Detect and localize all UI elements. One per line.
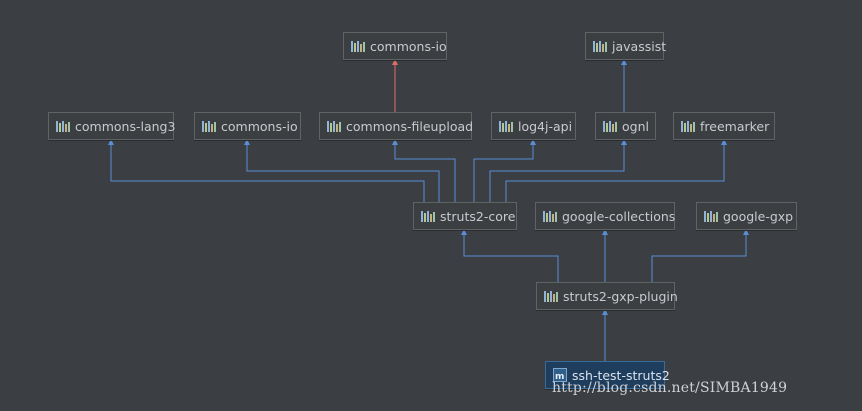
node-label: google-gxp: [723, 208, 794, 224]
maven-module-icon: m: [553, 368, 567, 382]
library-icon: [351, 40, 365, 52]
edge-struts2-core-to-log4j-api: [473, 139, 536, 202]
library-icon: [421, 210, 435, 222]
node-label: commons-io: [370, 38, 447, 54]
edge-ognl-to-javassist: [621, 59, 627, 112]
node-javassist[interactable]: javassist: [585, 32, 667, 60]
library-icon: [544, 290, 558, 302]
node-ssh-test-struts2[interactable]: m ssh-test-struts2: [545, 361, 670, 389]
edge-struts2-core-to-commons-io: [244, 139, 440, 202]
edge-ssh-test-struts2-to-struts2-gxp-plugin: [602, 309, 608, 361]
edge-struts2-gxp-plugin-to-google-gxp: [651, 229, 749, 282]
edge-commons-fileupload-to-commons-io-conflict: [392, 59, 398, 112]
node-label: struts2-gxp-plugin: [563, 288, 678, 304]
node-label: commons-lang3: [75, 118, 176, 134]
library-icon: [327, 120, 341, 132]
node-label: javassist: [612, 38, 667, 54]
node-commons-lang3[interactable]: commons-lang3: [48, 112, 176, 140]
library-icon: [593, 40, 607, 52]
node-label: commons-fileupload: [346, 118, 474, 134]
node-label: freemarker: [700, 118, 770, 134]
node-label: google-collections: [562, 208, 676, 224]
library-icon: [202, 120, 216, 132]
edge-struts2-core-to-commons-fileupload: [392, 139, 456, 202]
node-commons-fileupload[interactable]: commons-fileupload: [319, 112, 474, 140]
library-icon: [543, 210, 557, 222]
module-glyph: m: [555, 372, 565, 382]
node-label: struts2-core: [440, 208, 516, 224]
node-label: ssh-test-struts2: [572, 367, 670, 383]
edge-struts2-core-to-commons-lang3: [108, 139, 425, 202]
node-google-collections[interactable]: google-collections: [535, 202, 675, 230]
library-icon: [56, 120, 70, 132]
edge-struts2-core-to-ognl: [489, 139, 627, 202]
node-commons-io-top[interactable]: commons-io: [343, 32, 447, 60]
library-icon: [681, 120, 695, 132]
library-icon: [603, 120, 617, 132]
edge-struts2-gxp-plugin-to-struts2-core: [461, 229, 559, 282]
node-ognl[interactable]: ognl: [595, 112, 656, 140]
node-struts2-core[interactable]: struts2-core: [413, 202, 517, 230]
node-label: ognl: [622, 118, 649, 134]
node-log4j-api[interactable]: log4j-api: [491, 112, 576, 140]
node-label: log4j-api: [518, 118, 573, 134]
node-struts2-gxp-plugin[interactable]: struts2-gxp-plugin: [536, 282, 678, 310]
node-label: commons-io: [221, 118, 298, 134]
edge-struts2-gxp-plugin-to-google-collections: [602, 229, 608, 282]
node-google-gxp[interactable]: google-gxp: [696, 202, 797, 230]
node-commons-io[interactable]: commons-io: [194, 112, 301, 140]
library-icon: [704, 210, 718, 222]
library-icon: [499, 120, 513, 132]
edge-struts2-core-to-freemarker: [505, 139, 727, 202]
watermark-text: http://blog.csdn.net/SIMBA1949: [552, 380, 788, 396]
node-freemarker[interactable]: freemarker: [673, 112, 775, 140]
